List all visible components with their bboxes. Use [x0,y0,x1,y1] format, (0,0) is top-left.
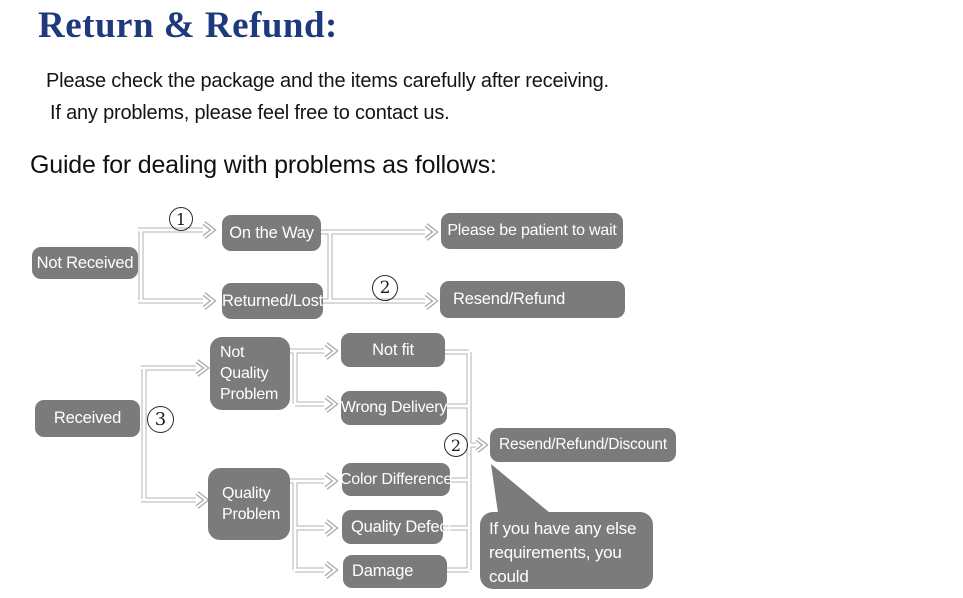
node-not-received: Not Received [32,247,138,279]
node-line: Problem [222,506,281,523]
node-quality-defect: Quality Defect [342,510,452,544]
guide-heading: Guide for dealing with problems as follo… [30,151,497,179]
node-resend-refund-discount: Resend/Refund/Discount [490,428,676,462]
step-badge-2-top: 2 [372,275,398,301]
step-badge-3: 3 [147,406,174,433]
node-line: Problem [220,386,279,403]
bubble-line: also tell us! [489,589,644,598]
node-quality-problem: Quality Problem [208,468,290,540]
node-line: Quality [222,485,271,502]
intro-line-1: Please check the package and the items c… [46,70,609,92]
bubble-line: If you have any else [489,519,637,538]
bubble-tail [491,464,550,513]
node-line: Quality [220,365,269,382]
node-on-the-way: On the Way [222,215,321,251]
bubble-line: requirements, you could [489,543,622,586]
node-not-fit: Not fit [341,333,445,367]
node-received: Received [35,400,140,437]
intro-line-2: If any problems, please feel free to con… [50,102,450,124]
note-speech-bubble: If you have any else requirements, you c… [480,512,653,598]
node-not-quality-problem: Not Quality Problem [210,337,290,410]
step-badge-1: 1 [169,207,193,231]
node-damage: Damage [343,555,447,588]
node-wrong-delivery: Wrong Delivery [341,391,447,425]
node-line: Not [220,344,245,361]
step-badge-2-bottom: 2 [444,433,468,457]
node-resend-refund: Resend/Refund [440,281,625,318]
node-color-difference: Color Difference [340,463,452,496]
node-returned-lost: Returned/Lost [222,283,323,319]
node-please-be-patient: Please be patient to wait [441,213,623,249]
page-title: Return & Refund: [38,5,338,46]
